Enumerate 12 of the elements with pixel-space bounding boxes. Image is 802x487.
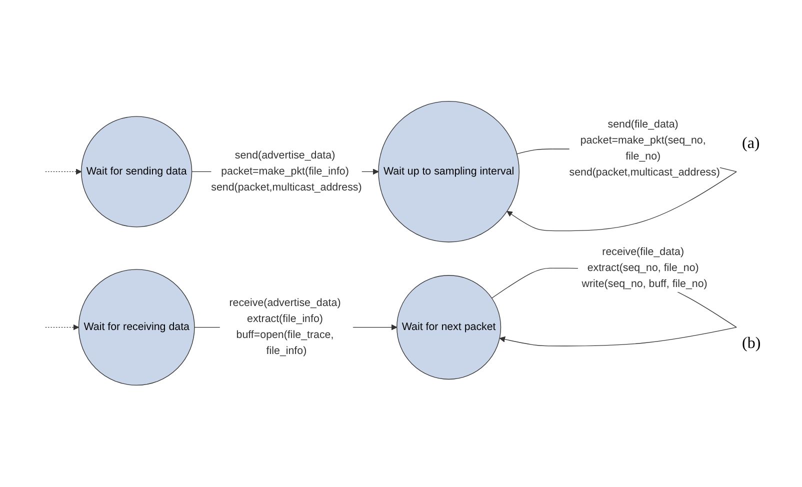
edge-label: send(advertise_data) packet=make_pkt(file_info) send(packet,multicast_address)	[211, 150, 362, 194]
edge-label: receive(advertise_data) extract(file_info) buff=open(file_trace, file_info)	[229, 298, 341, 357]
caption-label: (a)	[742, 134, 761, 152]
edge-label: receive(file_data) extract(seq_no, file_no) write(seq_no, buff, file_no)	[582, 246, 708, 290]
caption-label: (b)	[742, 334, 762, 352]
node-circle: Wait for sending data	[81, 116, 192, 228]
arrow	[45, 324, 79, 330]
node-circle: Wait for next packet	[396, 275, 502, 380]
arrow	[45, 168, 82, 175]
edge-label: send(file_data) packet=make_pkt(seq_no, file_no) send(packet,multicast_address)	[569, 119, 720, 179]
node-circle: Wait for receiving data	[78, 269, 195, 386]
node-circle: Wait up to sampling interval	[378, 101, 520, 243]
